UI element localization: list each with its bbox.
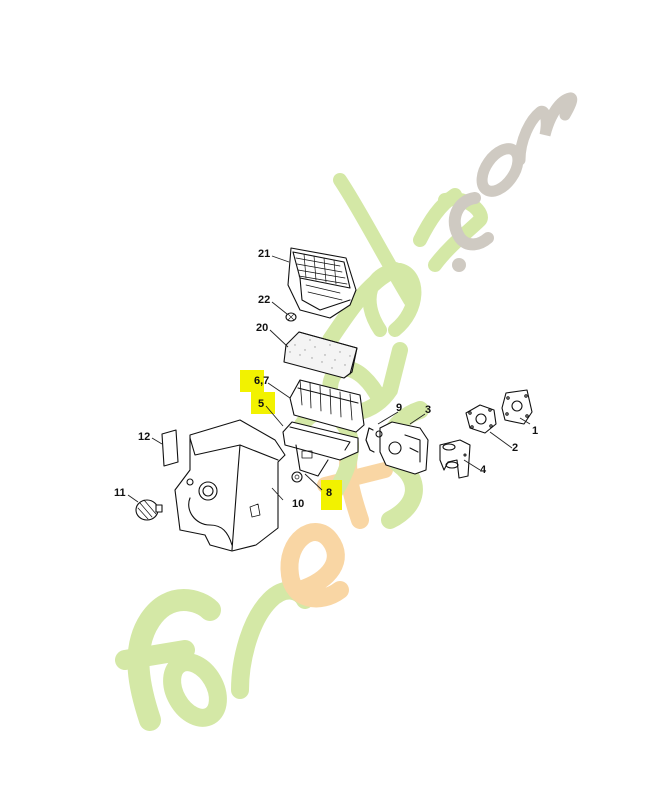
gasket-plate-part: [501, 389, 533, 425]
intake-manifold-part: [439, 439, 471, 479]
carburetor-part: [375, 421, 429, 475]
highlight-5: [251, 392, 275, 414]
callout-10: 10: [292, 498, 305, 510]
callout-5: 5: [258, 398, 265, 410]
gasket-part: [465, 404, 497, 434]
callout-20: 20: [256, 322, 269, 334]
filter-element-part: [289, 379, 365, 433]
foam-filter-part: [283, 331, 358, 379]
callout-11: 11: [114, 487, 126, 499]
nut-part: [291, 471, 303, 483]
knob-part: [135, 499, 163, 521]
callout-1: 1: [532, 425, 539, 437]
highlight-6-7: [240, 370, 264, 392]
callout-21: 21: [258, 248, 271, 260]
label-sticker-part: [161, 429, 179, 467]
watermark-letter-f: [127, 589, 221, 731]
top-cover-part: [174, 419, 286, 552]
callout-9: 9: [396, 402, 403, 414]
air-filter-cover-part: [287, 247, 357, 319]
filter-base-part: [282, 421, 359, 477]
leader-lines: [127, 255, 531, 503]
callout-2: 2: [512, 442, 519, 454]
callout-3: 3: [425, 404, 432, 416]
callout-8: 8: [326, 487, 333, 499]
callout-22: 22: [258, 294, 271, 306]
watermark-letter-o: [476, 143, 524, 197]
screw-part: [285, 312, 297, 322]
callout-12: 12: [138, 431, 151, 443]
callout-4: 4: [480, 464, 487, 476]
callout-6-7: 6,7: [254, 375, 270, 387]
watermark-letter-m: [514, 92, 578, 166]
watermark-dot: [452, 258, 466, 272]
highlight-8: [321, 480, 342, 510]
watermark-letter-c: [448, 192, 494, 251]
spring-part: [365, 427, 375, 453]
